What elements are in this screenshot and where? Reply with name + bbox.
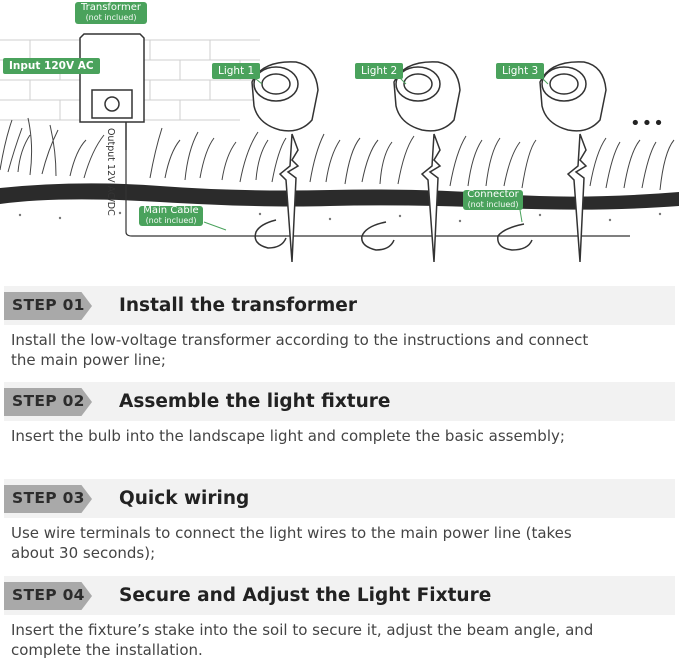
light-1-label: Light 1 bbox=[212, 63, 261, 79]
connector-label: Connector bbox=[467, 189, 519, 200]
more-indicator: ••• bbox=[630, 113, 665, 134]
step-3-badge: STEP 03 bbox=[4, 485, 92, 513]
light-fixture-1 bbox=[251, 61, 319, 263]
step-1-title: Install the transformer bbox=[119, 295, 357, 316]
step-1-text-line-2: the main power line; bbox=[11, 351, 166, 369]
light-fixture-2 bbox=[361, 61, 461, 263]
step-4-text-line-1: Insert the fixture’s stake into the soil… bbox=[11, 621, 594, 639]
diagram-illustration bbox=[0, 33, 679, 263]
step-3: STEP 03 Quick wiring Use wire terminals … bbox=[4, 479, 675, 567]
step-4-badge: STEP 04 bbox=[4, 582, 92, 610]
connector-callout: Connector (not inclued) bbox=[463, 189, 523, 210]
step-2-badge: STEP 02 bbox=[4, 388, 92, 416]
step-1: STEP 01 Install the transformer Install … bbox=[4, 286, 675, 374]
output-label: Output 12V AC/DC bbox=[105, 128, 116, 216]
step-4-header: STEP 04 Secure and Adjust the Light Fixt… bbox=[4, 582, 675, 610]
soil-dots bbox=[18, 211, 662, 223]
step-2-title: Assemble the light fixture bbox=[119, 391, 391, 412]
step-3-badge-text: STEP 03 bbox=[12, 489, 85, 507]
input-label: Input 120V AC bbox=[3, 58, 100, 74]
step-3-body: Use wire terminals to connect the light … bbox=[4, 518, 675, 567]
step-4-badge-text: STEP 04 bbox=[12, 586, 85, 604]
grass bbox=[0, 117, 675, 191]
main-cable-note: (not inclued) bbox=[145, 215, 197, 225]
step-4-title: Secure and Adjust the Light Fixture bbox=[119, 585, 492, 606]
step-1-text-line-1: Install the low-voltage transformer acco… bbox=[11, 331, 589, 349]
installation-diagram: Transformer (not inclued) Input 120V AC … bbox=[0, 0, 679, 278]
step-1-badge: STEP 01 bbox=[4, 292, 92, 320]
step-4-body: Insert the fixture’s stake into the soil… bbox=[4, 615, 675, 660]
step-2-badge-text: STEP 02 bbox=[12, 392, 85, 410]
step-1-header: STEP 01 Install the transformer bbox=[4, 292, 675, 320]
step-3-header: STEP 03 Quick wiring bbox=[4, 485, 675, 513]
step-3-title: Quick wiring bbox=[119, 488, 250, 509]
step-4-text-line-2: complete the installation. bbox=[11, 641, 203, 659]
main-cable-label: Main Cable bbox=[143, 205, 199, 216]
step-2-text-line-1: Insert the bulb into the landscape light… bbox=[11, 427, 565, 445]
step-3-text-line-1: Use wire terminals to connect the light … bbox=[11, 524, 572, 542]
transformer-label: Transformer bbox=[80, 2, 141, 13]
transformer-callout: Transformer (not inclued) bbox=[75, 2, 147, 24]
main-cable-callout: Main Cable (not inclued) bbox=[139, 205, 203, 226]
step-1-body: Install the low-voltage transformer acco… bbox=[4, 325, 675, 374]
transformer-unit bbox=[79, 33, 145, 150]
step-1-badge-text: STEP 01 bbox=[12, 296, 85, 314]
transformer-note: (not inclued) bbox=[85, 12, 137, 22]
step-3-text-line-2: about 30 seconds); bbox=[11, 544, 156, 562]
step-2-body: Insert the bulb into the landscape light… bbox=[4, 421, 675, 470]
light-fixture-3 bbox=[497, 61, 607, 263]
step-4: STEP 04 Secure and Adjust the Light Fixt… bbox=[4, 576, 675, 660]
step-2: STEP 02 Assemble the light fixture Inser… bbox=[4, 382, 675, 470]
connector-note: (not inclued) bbox=[467, 199, 519, 209]
light-3-label: Light 3 bbox=[496, 63, 545, 79]
main-cable-line bbox=[125, 150, 630, 237]
step-2-header: STEP 02 Assemble the light fixture bbox=[4, 388, 675, 416]
light-2-label: Light 2 bbox=[355, 63, 404, 79]
